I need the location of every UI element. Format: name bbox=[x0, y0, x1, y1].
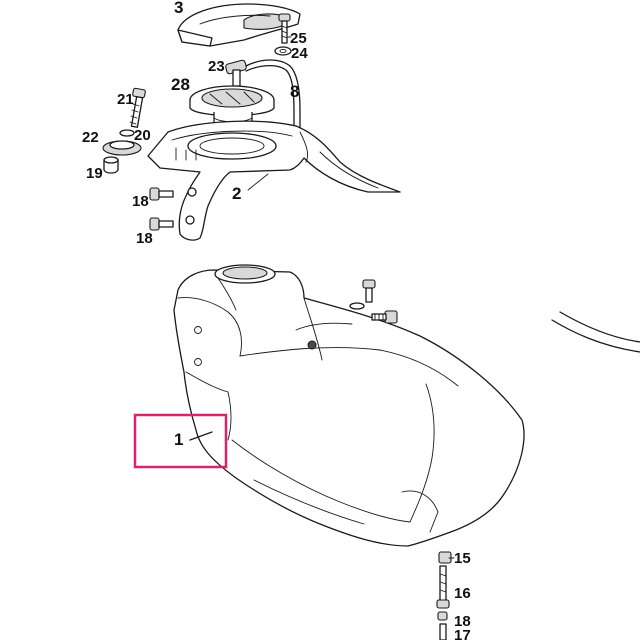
part-20-washer bbox=[119, 129, 135, 137]
callout-2: 2 bbox=[232, 184, 241, 203]
callout-18-tap: 18 bbox=[454, 613, 471, 630]
part-tank-mount-bolt bbox=[349, 279, 376, 310]
part-2-filler-bracket bbox=[147, 120, 401, 241]
callout-8: 8 bbox=[290, 82, 299, 101]
callout-25: 25 bbox=[290, 30, 307, 47]
callout-17: 17 bbox=[454, 627, 471, 640]
leader-lines bbox=[189, 36, 455, 559]
callout-20: 20 bbox=[134, 127, 151, 144]
part-24-washer bbox=[274, 46, 292, 56]
callout-3: 3 bbox=[174, 0, 183, 17]
callout-24: 24 bbox=[291, 45, 308, 62]
part-22-grommet bbox=[102, 140, 142, 156]
highlight-box bbox=[133, 413, 228, 469]
part-8-vent-hose bbox=[245, 59, 301, 136]
callout-21: 21 bbox=[117, 91, 134, 108]
part-25-screw bbox=[278, 13, 291, 44]
callout-16: 16 bbox=[454, 585, 471, 602]
part-18-tap-seal bbox=[437, 611, 448, 621]
callout-1: 1 bbox=[174, 430, 183, 449]
part-18-bolt-upper bbox=[149, 187, 174, 201]
part-1-fuel-tank bbox=[173, 264, 525, 547]
part-18-bolt-lower bbox=[149, 217, 174, 231]
callout-23: 23 bbox=[208, 58, 225, 75]
callout-28: 28 bbox=[171, 75, 190, 94]
part-23-vent-valve bbox=[225, 59, 247, 87]
part-tank-side-bolt bbox=[371, 310, 398, 324]
adjacent-panel-outline bbox=[551, 311, 640, 353]
part-28-fuel-cap bbox=[189, 85, 275, 134]
callout-labels: 3 25 24 23 28 8 21 22 20 19 2 18 18 1 15… bbox=[82, 0, 471, 640]
callout-18-upper: 18 bbox=[132, 193, 149, 210]
part-3-cover bbox=[177, 3, 301, 47]
callout-15: 15 bbox=[454, 550, 471, 567]
part-21-bolt bbox=[129, 87, 146, 128]
callout-22: 22 bbox=[82, 129, 99, 146]
part-16-tap-body bbox=[436, 565, 450, 609]
part-15-tap-nut bbox=[438, 551, 452, 564]
callout-19: 19 bbox=[86, 165, 103, 182]
part-17-tap-outlet bbox=[439, 623, 447, 640]
callout-18-lower: 18 bbox=[136, 230, 153, 247]
part-19-spacer bbox=[103, 156, 119, 174]
